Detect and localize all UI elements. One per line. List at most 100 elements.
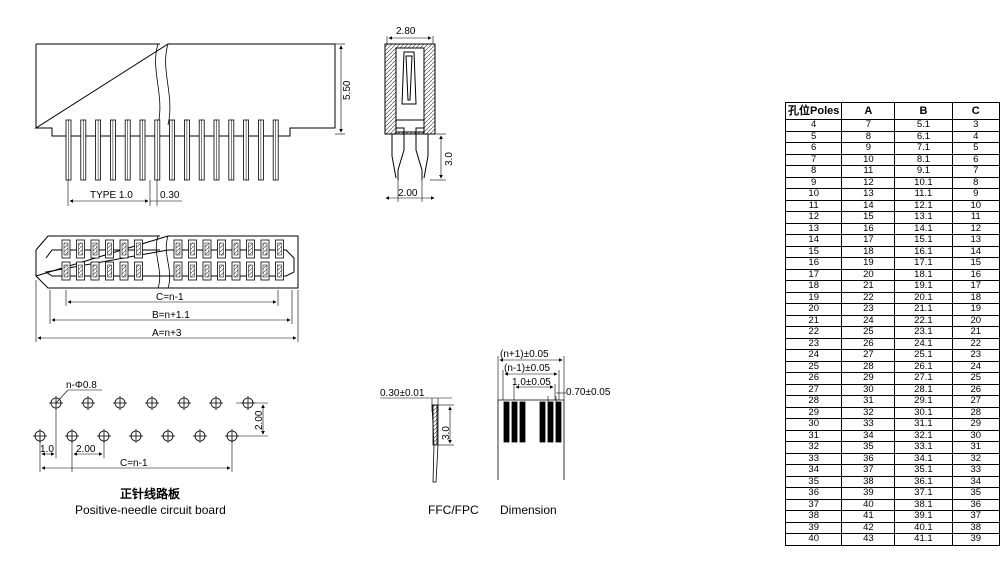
cell-a: 42	[841, 521, 896, 534]
bottom-width-label: 2.00	[398, 188, 418, 199]
cell-poles: 39	[784, 521, 843, 534]
cell-poles: 32	[784, 441, 843, 454]
cell-b: 33.1	[894, 441, 953, 454]
cell-a: 13	[841, 188, 896, 201]
cell-b: 22.1	[894, 314, 953, 327]
front-pins	[65, 119, 279, 181]
cell-poles: 37	[784, 498, 843, 511]
cell-c: 37	[951, 510, 1000, 523]
cell-b: 32.1	[894, 429, 953, 442]
cell-b: 23.1	[894, 326, 953, 339]
cell-c: 24	[951, 360, 1000, 373]
cell-b: 20.1	[894, 291, 953, 304]
pcb-caption-chinese: 正针线路板	[120, 486, 181, 501]
cell-poles: 9	[784, 176, 843, 189]
cell-b: 18.1	[894, 268, 953, 281]
cell-b: 11.1	[894, 188, 953, 201]
cell-c: 14	[951, 245, 1000, 258]
table-header-row: 孔位Poles A B C	[784, 102, 1000, 120]
cell-a: 11	[841, 165, 896, 178]
cell-poles: 16	[784, 257, 843, 270]
cell-b: 9.1	[894, 165, 953, 178]
cell-poles: 13	[784, 222, 843, 235]
hole-diameter-label: n-Φ0.8	[66, 380, 97, 391]
cell-b: 26.1	[894, 360, 953, 373]
cell-b: 14.1	[894, 222, 953, 235]
pin-width-label: 0.30	[160, 190, 180, 201]
cell-a: 20	[841, 268, 896, 281]
contact-pad	[202, 239, 212, 259]
cell-a: 8	[841, 130, 896, 143]
cell-poles: 27	[784, 383, 843, 396]
contact-pad	[260, 261, 270, 281]
front-pin	[243, 119, 250, 181]
cell-b: 35.1	[894, 464, 953, 477]
cell-c: 34	[951, 475, 1000, 488]
contact-pad	[76, 239, 85, 259]
cell-c: 12	[951, 222, 1000, 235]
ffc-caption-subtitle: Dimension	[500, 503, 557, 517]
cell-c: 11	[951, 211, 1000, 224]
cell-a: 16	[841, 222, 896, 235]
pcb-c-equation-label: C=n-1	[120, 458, 148, 469]
cell-c: 30	[951, 429, 1000, 442]
cell-poles: 31	[784, 429, 843, 442]
cell-a: 38	[841, 475, 896, 488]
cell-poles: 36	[784, 487, 843, 500]
front-view	[34, 43, 345, 206]
pcb-hole	[113, 396, 127, 410]
cell-poles: 28	[784, 395, 843, 408]
cell-poles: 5	[784, 130, 843, 143]
header-a: A	[841, 102, 896, 120]
cell-a: 15	[841, 211, 896, 224]
pcb-hole	[209, 396, 223, 410]
cell-poles: 24	[784, 349, 843, 362]
cell-b: 7.1	[894, 142, 953, 155]
cell-b: 17.1	[894, 257, 953, 270]
contact-pad	[260, 239, 270, 259]
cell-poles: 10	[784, 188, 843, 201]
front-pin	[169, 119, 176, 181]
header-c: C	[951, 102, 1000, 120]
cell-a: 43	[841, 533, 896, 546]
ffc-lead	[519, 401, 526, 443]
cell-a: 9	[841, 142, 896, 155]
cell-poles: 8	[784, 165, 843, 178]
cell-b: 21.1	[894, 303, 953, 316]
cell-a: 32	[841, 406, 896, 419]
contact-pad	[105, 239, 114, 259]
contact-pad	[246, 239, 255, 259]
ffc-lead	[547, 401, 554, 443]
ffc-lead-width-label: 0.70±0.05	[566, 387, 611, 398]
cell-poles: 19	[784, 291, 843, 304]
contact-pad	[275, 239, 284, 259]
front-pin	[198, 119, 205, 181]
front-pin	[228, 119, 235, 181]
cell-poles: 40	[784, 533, 843, 546]
pcb-hole	[177, 396, 191, 410]
contact-pad	[275, 261, 284, 281]
pcb-hole-layout	[33, 396, 255, 443]
ffc-pitch-label: 1.0±0.05	[512, 377, 551, 388]
cell-c: 29	[951, 418, 1000, 431]
cell-a: 22	[841, 291, 896, 304]
cell-b: 27.1	[894, 372, 953, 385]
c-equation-label: C=n-1	[156, 292, 184, 303]
front-pin	[80, 119, 87, 181]
ffc-lead	[503, 401, 510, 443]
cell-a: 39	[841, 487, 896, 500]
